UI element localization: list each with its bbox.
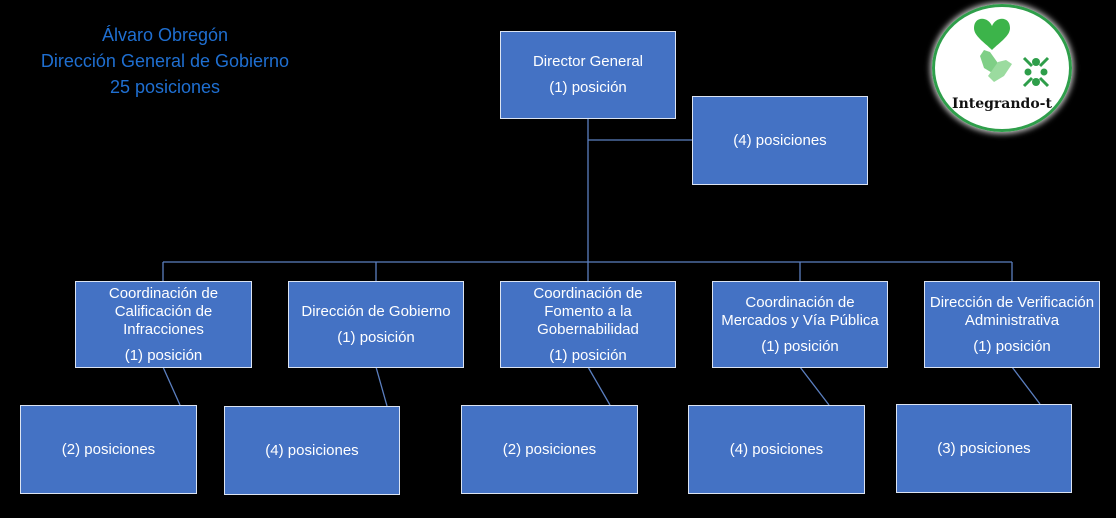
- unit-title: Dirección de Verificación Administrativa: [929, 293, 1095, 329]
- logo-text: Integrando-t: [952, 96, 1052, 112]
- unit-title: Dirección de Gobierno: [301, 302, 451, 320]
- connector-sub-2: [375, 366, 388, 407]
- unit-title: Coordinación de Fomento a la Gobernabili…: [533, 284, 643, 338]
- unit-positions: (1) posición: [337, 328, 415, 346]
- sub-box: (2) posiciones: [20, 405, 197, 494]
- unit-positions: (1) posición: [549, 346, 627, 364]
- sub-positions: (2) posiciones: [502, 440, 597, 458]
- sub-box: (4) posiciones: [688, 405, 865, 494]
- heading-location: Álvaro Obregón: [101, 25, 229, 45]
- unit-positions: (1) posición: [124, 346, 203, 364]
- sub-box: (2) posiciones: [461, 405, 638, 494]
- connector-sub-3: [587, 366, 611, 406]
- heading-total-positions: 25 posiciones: [109, 77, 221, 97]
- sub-positions: (4) posiciones: [265, 441, 359, 459]
- connector-sub-5: [1011, 366, 1041, 405]
- unit-positions: (1) posición: [973, 337, 1051, 355]
- staff-positions: (4) posiciones: [733, 131, 827, 149]
- heading-department: Dirección General de Gobierno: [40, 51, 290, 71]
- sub-positions: (3) posiciones: [937, 439, 1031, 457]
- hands-icon: [980, 50, 1012, 82]
- sub-box: (3) posiciones: [896, 404, 1072, 493]
- unit-box: Coordinación de Calificación de Infracci…: [75, 281, 252, 368]
- staff-box: (4) posiciones: [692, 96, 868, 185]
- connector-sub-4: [799, 366, 830, 406]
- sub-box: (4) posiciones: [224, 406, 400, 495]
- director-general-box: Director General (1) posición: [500, 31, 676, 119]
- unit-positions: (1) posición: [761, 337, 839, 355]
- integrando-t-logo: Integrando-t: [932, 4, 1072, 132]
- director-general-title: Director General: [532, 53, 644, 70]
- connector-sub-1: [162, 366, 181, 406]
- unit-box: Coordinación de Fomento a la Gobernabili…: [500, 281, 676, 368]
- unit-box: Coordinación de Mercados y Vía Pública (…: [712, 281, 888, 368]
- unit-title: Coordinación de Mercados y Vía Pública: [721, 293, 879, 329]
- heart-icon: [974, 18, 1010, 50]
- unit-box: Dirección de Verificación Administrativa…: [924, 281, 1100, 368]
- director-general-positions: (1) posición: [549, 79, 627, 96]
- sub-positions: (4) posiciones: [729, 440, 824, 458]
- chart-heading: Álvaro Obregón Dirección General de Gobi…: [20, 22, 310, 100]
- people-circle-icon: [1022, 56, 1050, 88]
- sub-positions: (2) posiciones: [61, 440, 156, 458]
- unit-box: Dirección de Gobierno (1) posición: [288, 281, 464, 368]
- unit-title: Coordinación de Calificación de Infracci…: [108, 284, 219, 338]
